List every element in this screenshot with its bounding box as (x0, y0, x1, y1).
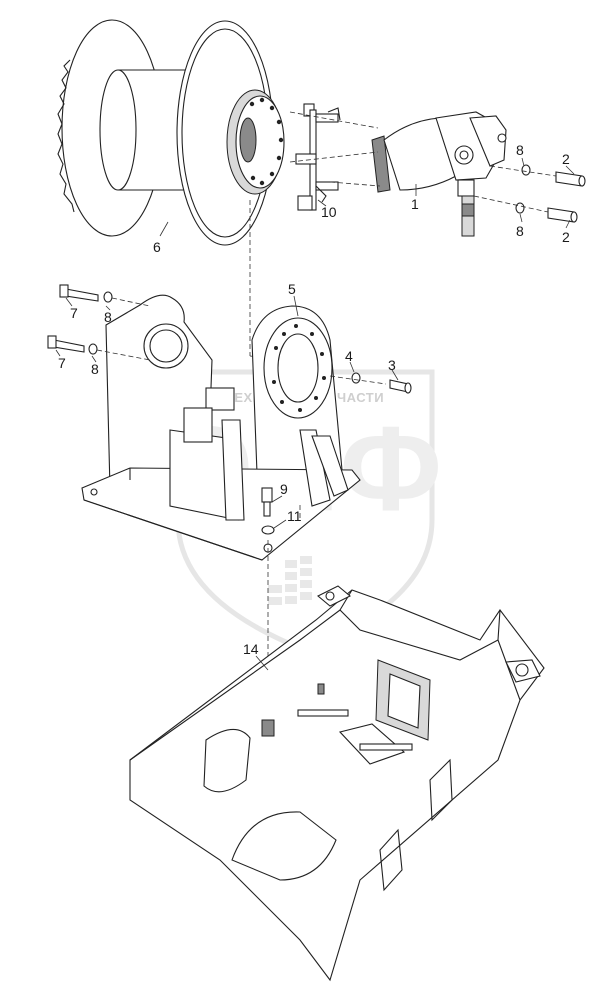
watermark-wheat-icon (268, 556, 312, 605)
callout-11: 11 (287, 508, 302, 524)
bolt-and-washer-right (329, 372, 412, 394)
callout-7-top: 7 (70, 305, 78, 321)
hydraulic-fittings (295, 103, 341, 211)
bolts-and-washers-left (47, 284, 151, 361)
chassis-frame (129, 585, 545, 982)
drum-reel (57, 19, 285, 246)
callout-9: 9 (280, 481, 288, 497)
callout-8-left-top: 8 (104, 309, 112, 325)
callout-2-top: 2 (562, 151, 570, 167)
callout-14: 14 (243, 641, 259, 657)
frame-bolt-holes (272, 324, 326, 412)
callout-labels: 1 2 2 3 4 5 6 7 7 8 8 8 8 9 10 11 14 (58, 142, 570, 657)
callout-4: 4 (345, 348, 353, 364)
hydraulic-motor (371, 111, 507, 237)
callout-5: 5 (288, 281, 296, 297)
hub-bolt-holes (249, 97, 284, 186)
callout-8-left-bottom: 8 (91, 361, 99, 377)
callout-3: 3 (388, 357, 396, 373)
callout-leaders (55, 157, 575, 671)
callout-10: 10 (321, 204, 337, 220)
callout-8-right-bottom: 8 (516, 223, 524, 239)
callout-6: 6 (153, 239, 161, 255)
callout-7-bottom: 7 (58, 355, 66, 371)
callout-2-bottom: 2 (562, 229, 570, 245)
callout-1: 1 (411, 196, 419, 212)
washers-and-pins-right (515, 164, 586, 223)
mounting-frame (81, 294, 361, 561)
callout-8-right-top: 8 (516, 142, 524, 158)
bolt-and-washer-center (261, 487, 301, 720)
